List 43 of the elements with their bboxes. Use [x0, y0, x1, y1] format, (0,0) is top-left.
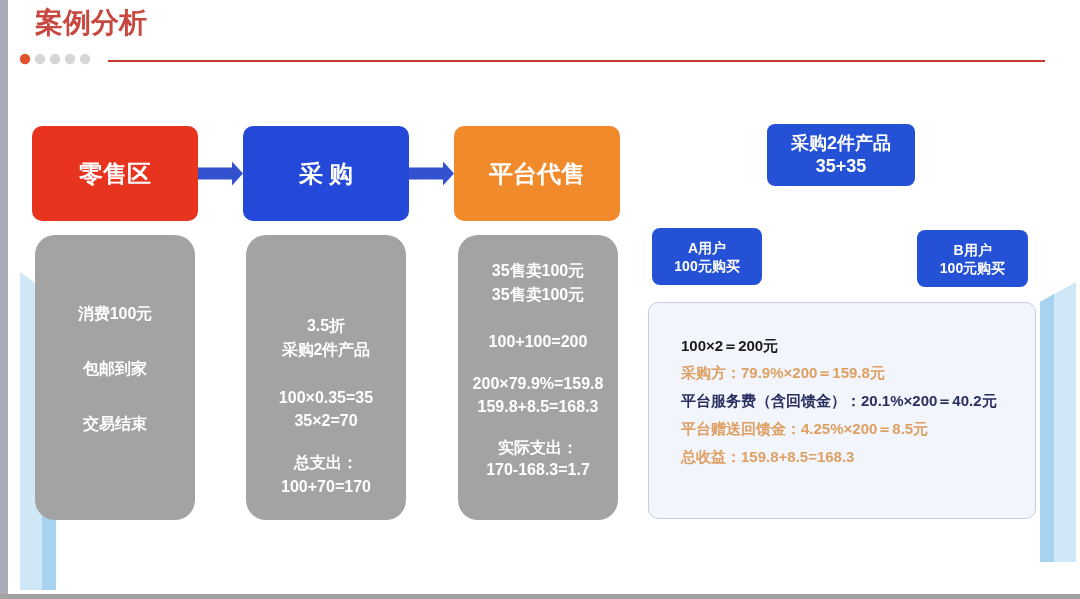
info-line: 100×0.35=35: [278, 387, 374, 408]
info-panel: [458, 235, 618, 520]
arrow: [198, 161, 243, 186]
stage-label: 平台代售: [489, 159, 585, 189]
stage-box: [243, 126, 409, 221]
label-box: [652, 228, 762, 285]
formula-line: 平台服务费（含回馈金）：20.1%×200＝40.2元: [681, 391, 997, 411]
info-line: 200×79.9%=159.8: [472, 373, 604, 394]
box-text: A用户: [687, 238, 727, 257]
info-line: 交易结束: [83, 413, 147, 434]
label-box: [917, 230, 1028, 287]
label-box: [767, 124, 915, 186]
box-text: 100元购买: [674, 256, 740, 275]
box-text: 100元购买: [939, 258, 1006, 277]
info-line: 包邮到家: [83, 358, 147, 379]
info-line: 采购2件产品: [281, 339, 371, 360]
info-line: 100+100=200: [488, 331, 588, 352]
stage-box: [32, 126, 198, 221]
info-panel: [246, 235, 406, 520]
info-panel: [35, 235, 195, 520]
box-text: B用户: [953, 240, 992, 259]
info-line: 总支出：: [294, 452, 358, 473]
info-line: 消费100元: [77, 303, 153, 324]
formula-line: 平台赠送回馈金：4.25%×200＝8.5元: [681, 419, 929, 439]
formula-line: 总收益：159.8+8.5=168.3: [681, 447, 855, 467]
arrow: [409, 161, 454, 186]
info-line: 35售卖100元: [491, 284, 585, 305]
calculation-panel: [648, 302, 1036, 519]
box-text: 35+35: [815, 155, 867, 178]
formula-line: 采购方：79.9%×200＝159.8元: [681, 363, 885, 383]
stage-box: [454, 126, 620, 221]
info-line: 100+70=170: [281, 476, 371, 497]
info-line: 170-168.3=1.7: [486, 459, 590, 480]
info-line: 159.8+8.5=168.3: [477, 396, 599, 417]
info-line: 实际支出：: [498, 437, 578, 458]
slide-title: 案例分析: [35, 6, 147, 40]
info-line: 35售卖100元: [491, 260, 585, 281]
formula-line: 100×2＝200元: [681, 336, 779, 356]
box-text: 采购2件产品: [791, 132, 891, 155]
info-line: 35×2=70: [294, 410, 358, 431]
stage-label: 零售区: [79, 159, 151, 189]
info-line: 3.5折: [306, 315, 346, 336]
stage-label: 采 购: [298, 159, 354, 189]
